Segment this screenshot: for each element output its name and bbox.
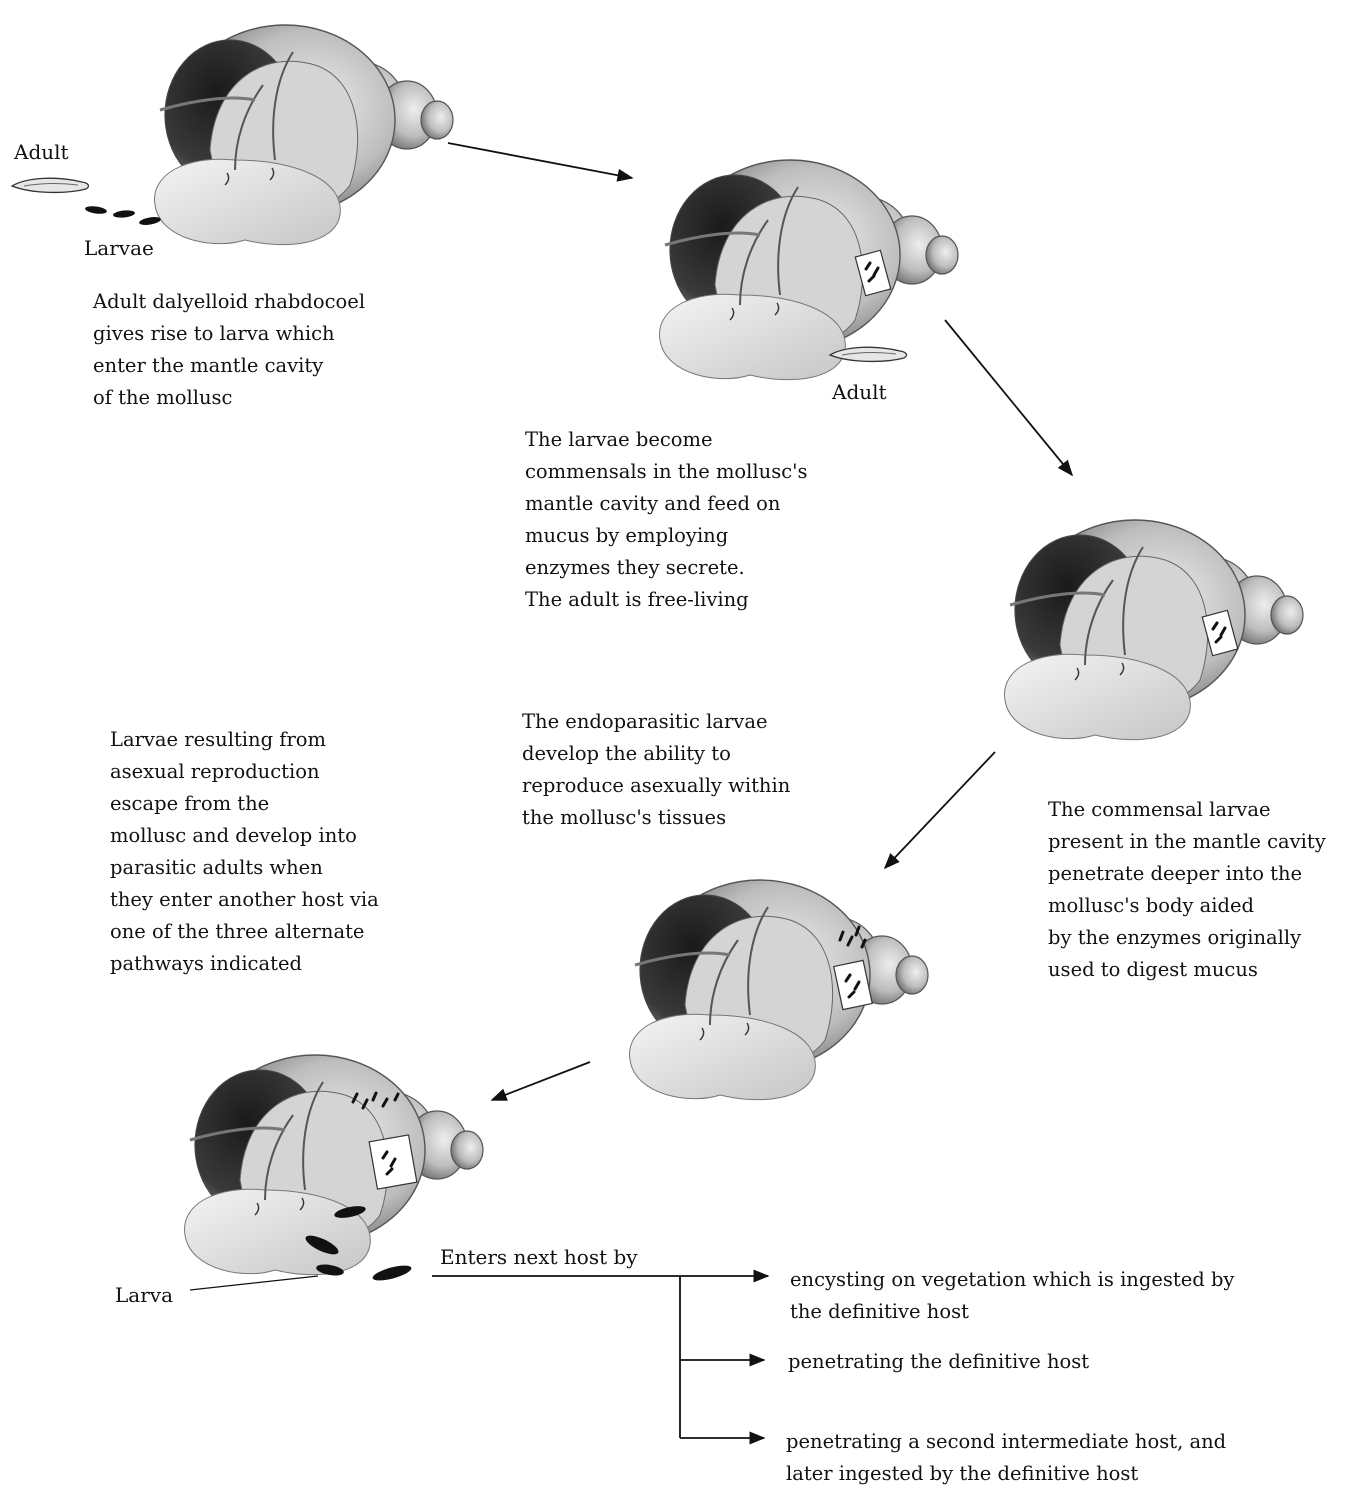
- adult-label-top: Adult: [14, 140, 69, 164]
- larvae-stage-1: [85, 205, 162, 226]
- pathway-3-text: penetrating a second intermediate host, …: [786, 1426, 1226, 1490]
- enters-next-host-label: Enters next host by: [440, 1245, 638, 1269]
- arrow-stage-2-to-3: [945, 320, 1072, 475]
- caption-stage-4: The endoparasitic larvae develop the abi…: [522, 706, 790, 834]
- arrow-stage-1-to-2: [448, 143, 632, 178]
- pathway-2-text: penetrating the definitive host: [788, 1346, 1089, 1378]
- larva-leader-line: [190, 1276, 318, 1290]
- pathway-1-text: encysting on vegetation which is ingeste…: [790, 1264, 1234, 1328]
- caption-stage-1: Adult dalyelloid rhabdocoel gives rise t…: [93, 286, 365, 414]
- caption-stage-5: Larvae resulting from asexual reproducti…: [110, 724, 379, 980]
- arrow-stage-4-to-5: [492, 1062, 590, 1100]
- larvae-label-top: Larvae: [84, 236, 154, 260]
- snail-stage-3-illustration: [1005, 520, 1303, 740]
- caption-stage-3: The commensal larvae present in the mant…: [1048, 794, 1326, 986]
- adult-label-stage-2: Adult: [832, 380, 887, 404]
- arrow-stage-3-to-4: [885, 752, 995, 868]
- snail-stage-2-illustration: [660, 160, 958, 380]
- adult-worm-stage-1: [12, 178, 89, 192]
- larva-label-bottom: Larva: [115, 1283, 173, 1307]
- snail-stage-4-illustration: [630, 880, 928, 1100]
- caption-stage-2: The larvae become commensals in the moll…: [525, 424, 808, 616]
- snail-stage-1-illustration: [155, 25, 453, 245]
- snail-stage-5-illustration: [185, 1055, 483, 1275]
